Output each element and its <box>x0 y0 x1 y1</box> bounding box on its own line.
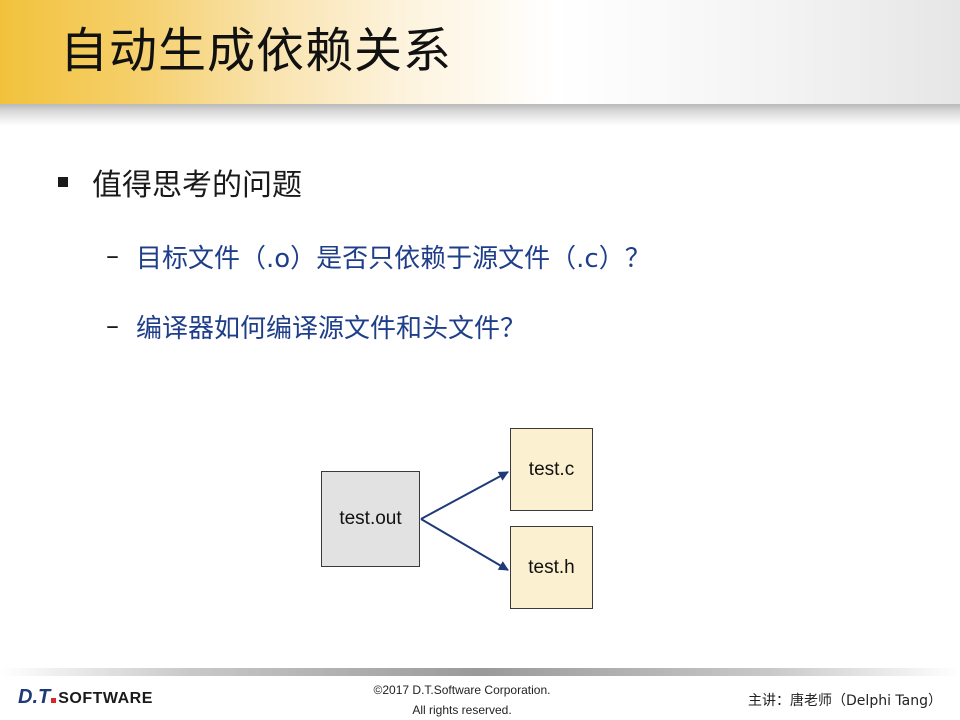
copyright-line-2: All rights reserved. <box>412 703 512 717</box>
dt-software-logo: D.T SOFTWARE <box>18 686 153 710</box>
dash-bullet-icon: – <box>106 311 119 341</box>
square-bullet-icon <box>58 177 68 187</box>
copyright-line-1: ©2017 D.T.Software Corporation. <box>373 683 551 697</box>
arrow-to-test-c <box>420 471 509 520</box>
title-banner <box>0 0 960 104</box>
logo-red-dot <box>51 698 57 703</box>
test-h-box: test.h <box>510 526 593 609</box>
logo-dt-text: D.T <box>18 686 51 708</box>
sub-bullet: – 目标文件（.o）是否只依赖于源文件（.c）？ <box>106 236 651 276</box>
dash-bullet-icon: – <box>106 241 119 271</box>
footer-divider <box>0 668 960 676</box>
sub-bullet-text: 编译器如何编译源文件和头文件？ <box>136 313 527 344</box>
arrow-to-test-h <box>420 518 509 571</box>
test-out-box: test.out <box>321 471 420 567</box>
presenter-credit: 主讲：唐老师（Delphi Tang） <box>748 693 942 709</box>
copyright-notice: ©2017 D.T.Software Corporation. All righ… <box>330 680 594 720</box>
logo-software-text: SOFTWARE <box>58 690 153 707</box>
main-bullet-text: 值得思考的问题 <box>92 168 302 203</box>
title-banner-shadow <box>0 104 960 126</box>
main-bullet: 值得思考的问题 <box>58 160 302 204</box>
sub-bullet: – 编译器如何编译源文件和头文件？ <box>106 306 526 346</box>
sub-bullet-text: 目标文件（.o）是否只依赖于源文件（.c）？ <box>136 243 651 274</box>
test-c-box: test.c <box>510 428 593 511</box>
slide-title: 自动生成依赖关系 <box>60 23 453 79</box>
